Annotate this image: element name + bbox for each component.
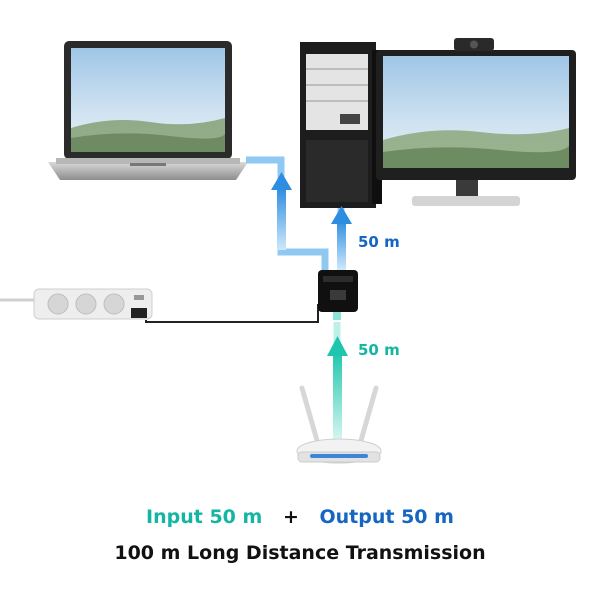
input-output-caption: Input 50 m + Output 50 m [0, 506, 600, 528]
lower-distance-label: 50 m [358, 341, 400, 359]
output-distance-text: Output 50 m [319, 506, 454, 528]
plus-sign: + [282, 506, 299, 528]
output-cable-pc [331, 206, 352, 272]
monitor-icon [376, 50, 576, 206]
webcam-icon [454, 38, 494, 51]
power-cable [145, 304, 319, 323]
poe-splitter-icon [318, 270, 358, 320]
laptop-icon [48, 41, 248, 180]
input-distance-text: Input 50 m [146, 506, 263, 528]
input-cable-router [327, 322, 348, 444]
output-cable-laptop [246, 156, 329, 272]
router-icon [296, 385, 382, 464]
upper-distance-label: 50 m [358, 233, 400, 251]
pc-tower-icon [300, 42, 382, 208]
power-strip-icon [0, 288, 153, 320]
transmission-headline: 100 m Long Distance Transmission [114, 542, 486, 564]
